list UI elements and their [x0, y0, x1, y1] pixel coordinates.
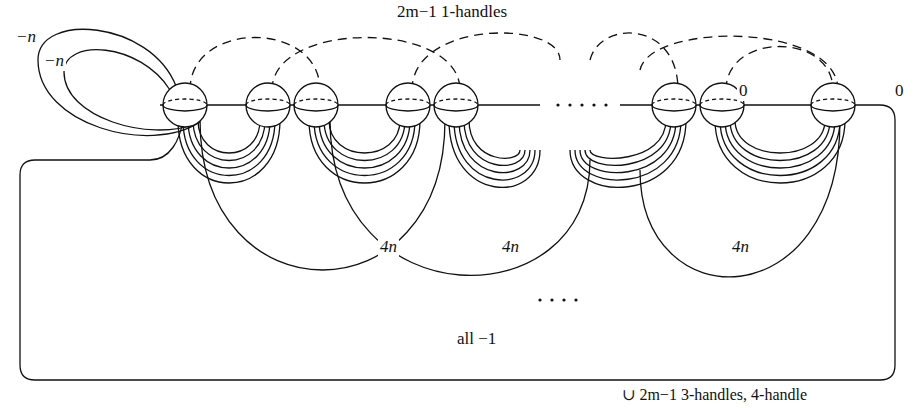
handle-note: ∪ 2m−1 3-handles, 4-handle	[620, 386, 809, 404]
attaching-curve	[160, 104, 540, 105]
framing-label: all −1	[455, 330, 498, 349]
framing-label: 0	[737, 82, 750, 101]
framing-label: 0	[893, 82, 906, 101]
ball-equator-back	[163, 99, 855, 105]
framing-label: 4n	[730, 238, 751, 257]
framing-label: −n	[14, 28, 38, 47]
ball-equator	[163, 105, 855, 111]
handle-ball	[163, 83, 855, 127]
framing-label: −n	[42, 52, 66, 71]
frame-curve	[20, 105, 895, 380]
strand-fan	[178, 120, 845, 187]
ellipsis-dots	[538, 103, 607, 301]
handle-note: 2m−1 1-handles	[395, 3, 509, 22]
twisted-arcs	[200, 120, 840, 277]
framing-label: 4n	[500, 238, 521, 257]
framing-label: 4n	[378, 238, 399, 257]
